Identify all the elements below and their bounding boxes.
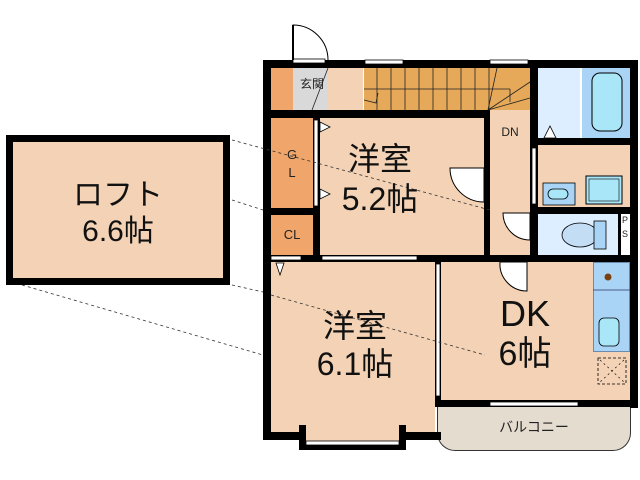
western-room-2-floor (271, 262, 435, 432)
room-1-name: 洋室 (347, 141, 412, 177)
entrance-genkan (293, 68, 327, 110)
entrance-label: 玄関 (299, 77, 324, 91)
balcony-label: バルコニー (499, 419, 569, 435)
cl-closet (271, 215, 313, 255)
ps-label-s: S (621, 229, 628, 239)
gl-label-l: L (288, 165, 296, 180)
loft-size: 6.6帖 (82, 215, 154, 248)
ps-label-p: P (621, 215, 628, 225)
room-1-size: 5.2帖 (341, 181, 419, 217)
balcony (437, 407, 631, 451)
dk-name: DK (499, 293, 550, 334)
room-2-name: 洋室 (322, 308, 387, 344)
stair-lines (311, 67, 531, 111)
room-2-size: 6.1帖 (316, 346, 394, 382)
loft-name: ロフト (73, 179, 163, 212)
cl-label: CL (283, 227, 301, 242)
dn-label: DN (501, 125, 519, 139)
window-bay (306, 425, 399, 445)
bath-floor (538, 68, 580, 138)
gl-closet (271, 118, 313, 208)
loft-room: ロフト 6.6帖 (6, 135, 230, 285)
gl-label-g: G (286, 147, 298, 162)
dk-size: 6帖 (498, 335, 552, 373)
pipe-space (621, 214, 630, 256)
entrance-closet (271, 68, 293, 110)
